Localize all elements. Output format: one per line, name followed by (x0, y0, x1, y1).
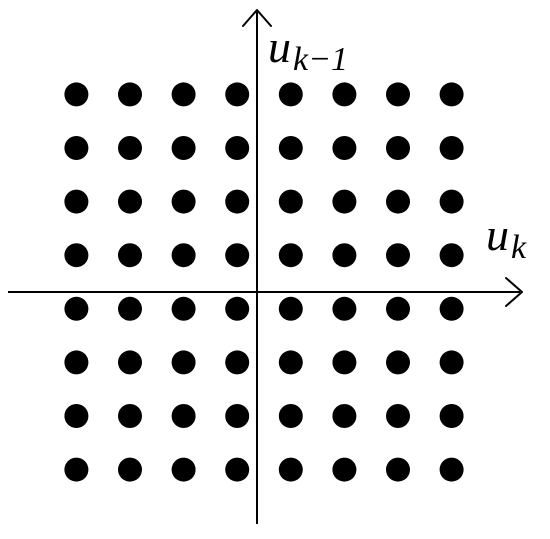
x-axis-arrowhead (505, 277, 523, 307)
constellation-point (278, 296, 303, 321)
constellation-point (171, 189, 196, 214)
constellation-point (332, 136, 357, 160)
constellation-point (439, 350, 464, 375)
constellation-point (278, 136, 303, 160)
constellation-point (225, 189, 250, 214)
constellation-point (439, 296, 464, 321)
constellation-point (439, 189, 464, 214)
constellation-point (278, 457, 303, 482)
constellation-point (118, 457, 142, 482)
constellation-point (439, 82, 464, 107)
constellation-point (332, 82, 357, 107)
constellation-point (386, 457, 410, 482)
constellation-point (332, 350, 357, 375)
constellation-point (171, 136, 196, 160)
constellation-point (332, 189, 357, 214)
constellation-point (118, 189, 142, 214)
constellation-point (64, 404, 89, 428)
constellation-point (171, 404, 196, 428)
y-axis-arrowhead (242, 9, 272, 27)
constellation-point (278, 350, 303, 375)
constellation-point (386, 82, 410, 107)
constellation-point (118, 82, 142, 107)
constellation-point (386, 350, 410, 375)
constellation-point (64, 243, 89, 268)
constellation-point (278, 243, 303, 268)
constellation-point (386, 136, 410, 160)
constellation-point (64, 189, 89, 214)
constellation-point (278, 82, 303, 107)
constellation-point (225, 82, 250, 107)
constellation-point (278, 404, 303, 428)
constellation-point (64, 82, 89, 107)
constellation-point (225, 350, 250, 375)
x-axis-label: uk (486, 209, 527, 266)
constellation-point (439, 243, 464, 268)
constellation-point (171, 457, 196, 482)
y-axis-label: uk−1 (268, 21, 348, 78)
constellation-point (118, 404, 142, 428)
constellation-point (225, 404, 250, 428)
constellation-point (386, 296, 410, 321)
constellation-point (278, 189, 303, 214)
constellation-point (64, 457, 89, 482)
constellation-point (64, 296, 89, 321)
constellation-point (118, 296, 142, 321)
constellation-point (439, 404, 464, 428)
constellation-point (118, 243, 142, 268)
constellation-point (332, 243, 357, 268)
constellation-point (439, 457, 464, 482)
constellation-point (386, 404, 410, 428)
constellation-point (225, 243, 250, 268)
constellation-point (64, 350, 89, 375)
constellation-point (171, 82, 196, 107)
constellation-point (171, 350, 196, 375)
constellation-point (118, 350, 142, 375)
constellation-point (332, 457, 357, 482)
constellation-point (171, 243, 196, 268)
constellation-point (118, 136, 142, 160)
constellation-point (64, 136, 89, 160)
constellation-point (332, 296, 357, 321)
constellation-point (225, 457, 250, 482)
constellation-point (332, 404, 357, 428)
constellation-point (225, 296, 250, 321)
constellation-points (64, 82, 464, 482)
constellation-point (386, 243, 410, 268)
constellation-point (386, 189, 410, 214)
constellation-point (439, 136, 464, 160)
constellation-point (225, 136, 250, 160)
constellation-point (171, 296, 196, 321)
